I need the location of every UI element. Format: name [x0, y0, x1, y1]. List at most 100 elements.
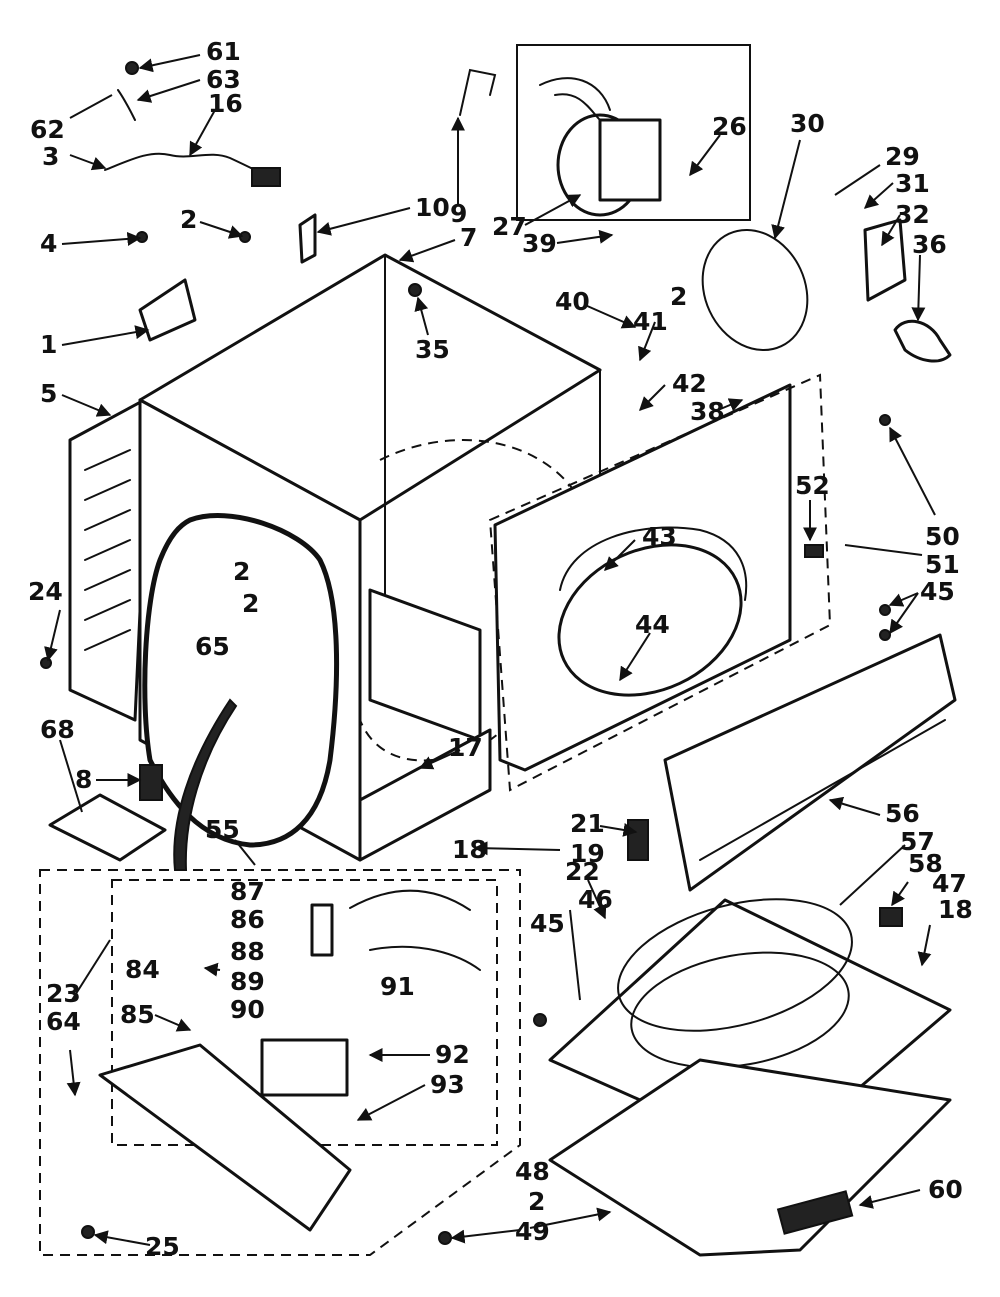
- screw-45a: [879, 604, 891, 616]
- callout-label: 18: [938, 895, 973, 924]
- callout-label: 64: [46, 1007, 81, 1036]
- callout-label: 39: [522, 229, 557, 258]
- callout-label: 2: [670, 282, 687, 311]
- motor-wires: [539, 77, 611, 121]
- callout-label: 2: [233, 557, 250, 586]
- callout-label: 48: [515, 1157, 550, 1186]
- callout-label: 22: [565, 857, 600, 886]
- callout-label: 85: [120, 1000, 155, 1029]
- callout-label: 2: [528, 1187, 545, 1216]
- door-window-gasket: [617, 898, 853, 1032]
- callout-label: 3: [42, 142, 59, 171]
- door-seal: [559, 526, 748, 601]
- callout-label: 40: [555, 287, 590, 316]
- callout-label: 42: [672, 369, 707, 398]
- callout-label: 55: [205, 815, 240, 844]
- base-frame: [358, 728, 492, 862]
- door-catch-58: [879, 907, 903, 927]
- cord-plug: [251, 167, 281, 187]
- callout-label: 51: [925, 550, 960, 579]
- callout-label: 2: [180, 205, 197, 234]
- vent-plug: [139, 764, 163, 801]
- screw-2: [239, 231, 251, 243]
- power-cord: [104, 152, 271, 179]
- callout-label: 31: [895, 169, 930, 198]
- callout-label: 88: [230, 937, 265, 966]
- callout-label: 25: [145, 1232, 180, 1261]
- callout-label: 92: [435, 1040, 470, 1069]
- motor-box: [516, 44, 751, 221]
- callout-label: 27: [492, 212, 527, 241]
- callout-label: 58: [908, 849, 943, 878]
- callout-label: 62: [30, 115, 65, 144]
- rear-panel-vents: [84, 449, 131, 651]
- door-window: [630, 951, 850, 1069]
- callout-label: 32: [895, 200, 930, 229]
- callout-label: 4: [40, 229, 57, 258]
- cutaway-view: [142, 513, 340, 848]
- thermostat-10: [298, 213, 317, 264]
- part-35: [408, 283, 422, 297]
- parts-drawing: [39, 44, 957, 1257]
- part-52: [804, 544, 824, 558]
- callout-label: 9: [450, 199, 467, 228]
- screw-61: [125, 61, 139, 75]
- valve-wiring: [349, 889, 481, 971]
- callout-label: 30: [790, 109, 825, 138]
- callout-label: 43: [642, 522, 677, 551]
- part-50: [879, 414, 891, 426]
- callout-label: 26: [712, 112, 747, 141]
- callout-label: 24: [28, 577, 63, 606]
- burner-tube: [98, 1043, 352, 1232]
- callout-label: 38: [690, 397, 725, 426]
- callout-label: 35: [415, 335, 450, 364]
- callout-label: 61: [206, 37, 241, 66]
- bracket-1: [138, 278, 197, 342]
- access-panel: [48, 793, 167, 862]
- rear-bulkhead-base: [368, 588, 482, 742]
- door-opening: [557, 543, 743, 697]
- callout-label: 84: [125, 955, 160, 984]
- door-inner-panel: [548, 1058, 952, 1257]
- valve-coil: [310, 903, 334, 957]
- screw-25: [81, 1225, 95, 1239]
- callout-label: 89: [230, 967, 265, 996]
- callout-labels: 61 63 16 62 3 2 10 9 7 4 1 5 35 27 26 30…: [28, 37, 973, 1261]
- callout-label: 52: [795, 471, 830, 500]
- door-handle: [776, 1190, 854, 1235]
- callout-label: 63: [206, 65, 241, 94]
- idler-pulley: [893, 319, 952, 363]
- callout-label: 8: [75, 765, 92, 794]
- callout-label: 57: [900, 827, 935, 856]
- callout-leaders: [44, 54, 936, 1246]
- idler-bracket: [863, 218, 907, 302]
- screw-48: [533, 1013, 547, 1027]
- callout-label: 46: [578, 885, 613, 914]
- callout-label: 18: [452, 835, 487, 864]
- front-panel-outline: [488, 373, 832, 792]
- callout-label: 47: [932, 869, 967, 898]
- callout-label: 23: [46, 979, 81, 1008]
- screw-24: [40, 657, 52, 669]
- callout-label: 41: [633, 307, 668, 336]
- burner-assembly-box: [39, 869, 521, 1256]
- callout-label: 49: [515, 1217, 550, 1246]
- callout-label: 10: [415, 193, 450, 222]
- clip-63: [117, 89, 136, 121]
- callout-label: 21: [570, 809, 605, 838]
- callout-label: 2: [242, 589, 259, 618]
- gas-valve: [260, 1038, 349, 1097]
- toe-panel: [663, 633, 957, 892]
- callout-label: 86: [230, 905, 265, 934]
- hinge-21: [627, 819, 649, 861]
- callout-label: 87: [230, 877, 265, 906]
- screw-45b: [879, 629, 891, 641]
- callout-label: 56: [885, 799, 920, 828]
- motor-bracket: [459, 68, 497, 116]
- callout-label: 68: [40, 715, 75, 744]
- callout-label: 91: [380, 972, 415, 1001]
- callout-label: 1: [40, 330, 57, 359]
- screw-4: [136, 231, 148, 243]
- callout-label: 90: [230, 995, 265, 1024]
